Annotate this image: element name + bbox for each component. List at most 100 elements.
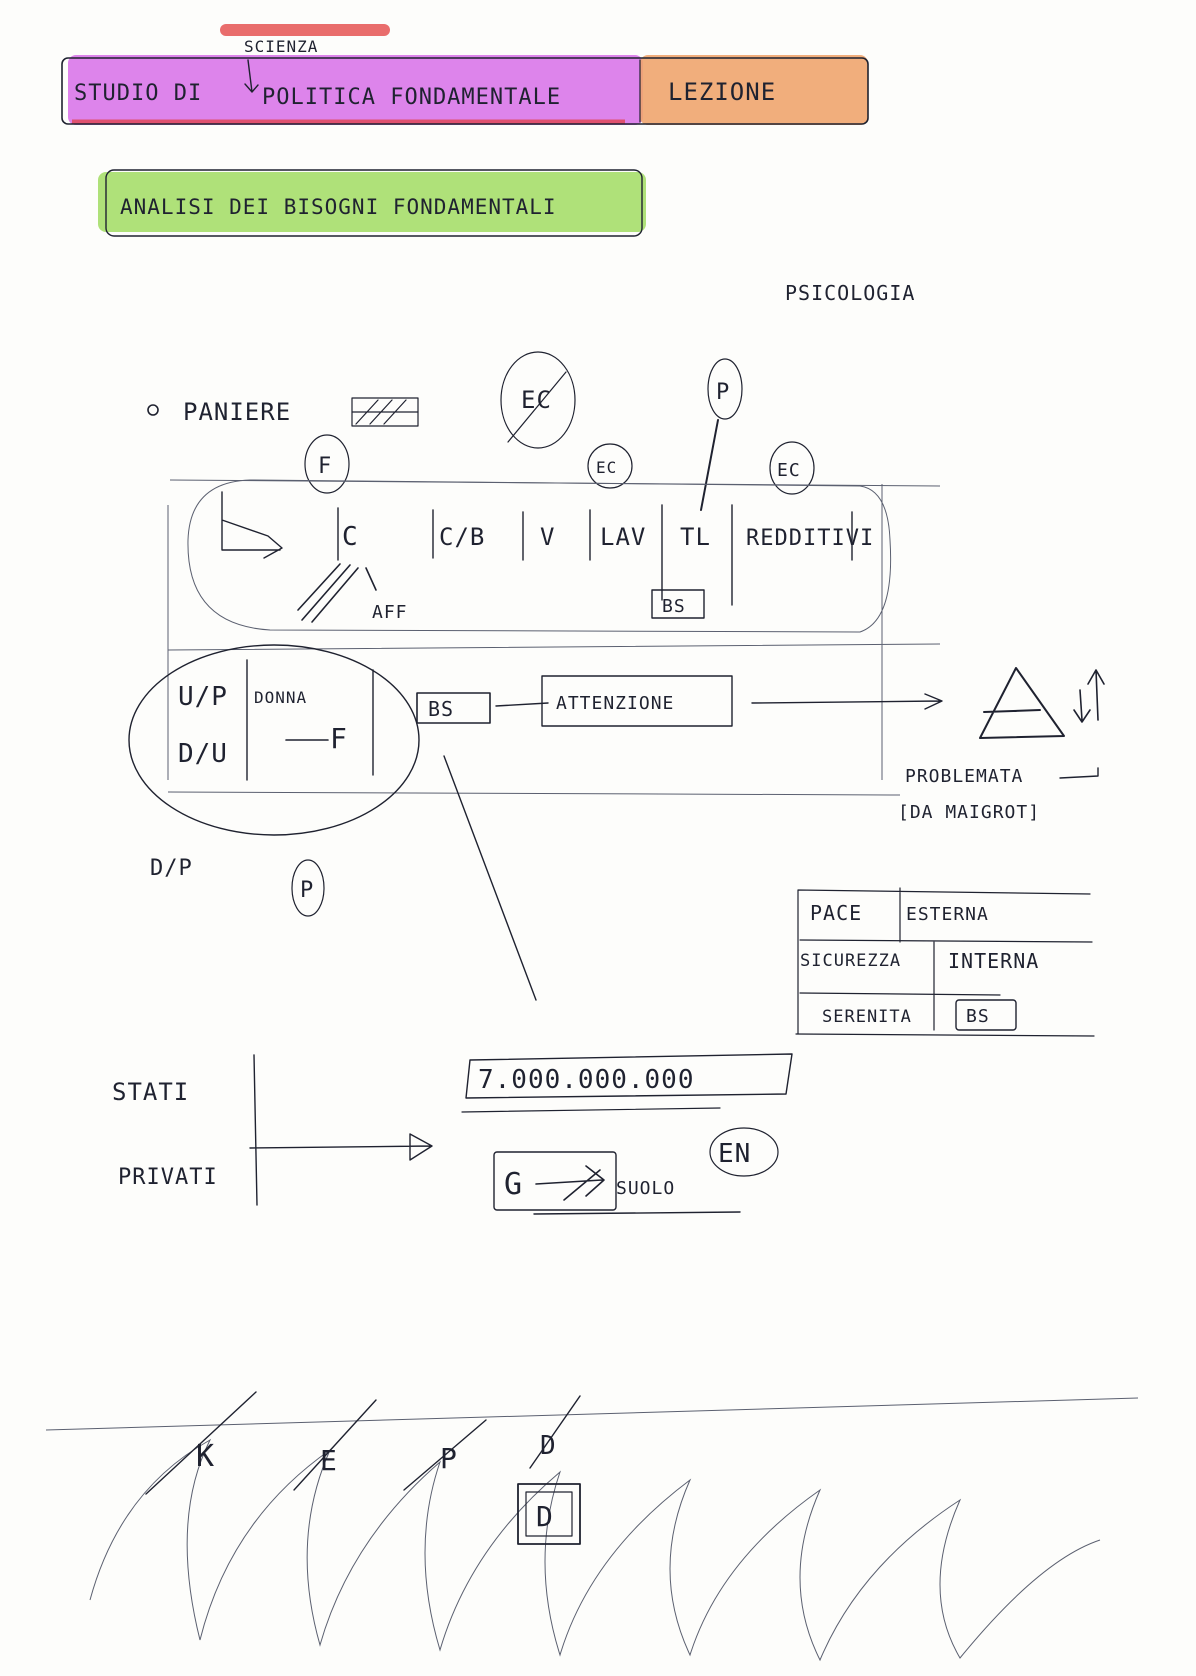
bs-text: BS [428,697,454,721]
paniere-diagram: PANIERE EC P F EC EC C C/B V LAV TL REDD… [128,351,1105,1001]
circled-p-bottom [291,859,325,917]
circled-ec-mid [587,443,633,489]
number-box [465,1053,793,1099]
title-inserted: SCIENZA [244,37,318,56]
scribble-strikes [351,399,419,425]
title-highlight [68,55,643,125]
dp-label: D/P [150,856,193,881]
header-title-group: STUDIO DI SCIENZA POLITICA FONDAMENTALE … [61,24,869,125]
lezione-tag: LEZIONE [668,78,776,106]
diagonal-scribble [89,1438,1101,1662]
inner-rounded-frame [187,479,892,633]
entry-arrow [221,491,283,559]
circled-p-top-text: P [716,380,730,405]
triangle-symbol [979,667,1065,739]
item-lav: LAV [600,523,646,551]
table-interna: INTERNA [948,949,1039,973]
tl-bs-text: BS [662,596,686,617]
subtitle-outline [105,169,643,237]
circled-f-text: F [318,454,332,479]
privati-label: PRIVATI [118,1165,218,1190]
item-c: C [342,522,359,552]
circled-ec-mid-text: EC [596,458,617,477]
g-text: G [504,1167,523,1202]
state-private-group: STATI PRIVATI 7.000.000.000 G SUOLO EN [112,1053,793,1215]
note-psicologia: PSICOLOGIA [785,281,915,305]
circled-ec-right [769,441,815,495]
table-pace: PACE [810,901,862,925]
title-prefix: STUDIO DI [74,81,202,106]
table-sicurezza: SICUREZZA [800,951,901,971]
circled-en-text: EN [718,1139,751,1169]
title-rest: POLITICA FONDAMENTALE [262,85,561,110]
aff-strokes [297,563,377,623]
table-bs-box [955,999,1017,1031]
p-down-stroke [700,419,719,511]
cell-donna: DONNA [254,688,307,707]
bottom-d-box-inner [525,1491,573,1537]
stati-vertical [253,1054,258,1206]
attenzione-box [541,675,733,727]
item-redditivi: REDDITIVI [746,526,874,551]
long-diagonal [443,755,537,1001]
bottom-letter-1: K [196,1439,215,1474]
cell-up: U/P [178,682,228,712]
circled-ec-top-text: EC [521,386,552,414]
bottom-strike-3 [403,1419,487,1491]
header-outline [61,57,869,125]
bottom-letter-4: D [540,1431,557,1461]
bottom-letter-3: P [440,1442,458,1475]
number-underline [461,1107,721,1113]
left-cells-ellipse [128,644,420,836]
cell-du: D/U [178,739,228,769]
suolo-underline [533,1211,741,1215]
number-text: 7.000.000.000 [478,1065,695,1095]
item-tl: TL [680,523,711,551]
circled-en [709,1127,779,1177]
circled-ec-top [500,351,576,449]
subtitle-group: ANALISI DEI BISOGNI FONDAMENTALI [98,169,646,237]
bottom-strike-2 [293,1399,377,1491]
up-down-arrows [1073,669,1105,723]
bottom-d-text: D [536,1500,554,1533]
item-cb: C/B [439,523,485,551]
problemata-text: PROBLEMATA [905,766,1023,787]
tl-bs-box [651,589,705,619]
outer-frame [167,484,941,796]
aff-label: AFF [372,602,408,623]
subtitle-text: ANALISI DEI BISOGNI FONDAMENTALI [120,195,557,219]
suolo-text: SUOLO [616,1178,675,1199]
bottom-strike-1 [145,1391,257,1495]
tag-highlight [640,55,868,125]
bottom-horizontal-line [45,1397,1139,1431]
circled-ec-right-text: EC [777,460,801,481]
table-esterna: ESTERNA [906,904,989,925]
stati-label: STATI [112,1078,189,1106]
bottom-d-box-outer [517,1483,581,1545]
circled-f [304,434,350,494]
circled-p-top [707,358,743,420]
g-arrow-strike [535,1165,605,1201]
bullet-dot [147,404,159,416]
title-red-stroke [220,24,390,36]
g-box [493,1151,617,1211]
security-table: PACE ESTERNA SICUREZZA INTERNA SERENITA … [795,887,1095,1037]
ec-strike [507,371,567,443]
circled-p-bottom-text: P [300,878,314,903]
stati-arrow [249,1133,433,1161]
attenzione-arrow [751,693,943,710]
table-bs-text: BS [966,1006,990,1027]
bottom-scribble: K E P D D [45,1391,1139,1662]
cell-f: F [330,722,348,755]
maigrot-text: [DA MAIGROT] [898,802,1040,823]
problemata-arrow [1059,767,1099,779]
bs-to-attenzione [495,702,549,707]
top-frame-line [169,479,941,487]
table-serenita: SERENITA [822,1007,912,1027]
security-table-lines [795,887,1095,1037]
bottom-strike-4 [529,1395,581,1469]
item-v: V [540,523,555,551]
bs-box [416,692,491,724]
attenzione-text: ATTENZIONE [556,693,674,714]
